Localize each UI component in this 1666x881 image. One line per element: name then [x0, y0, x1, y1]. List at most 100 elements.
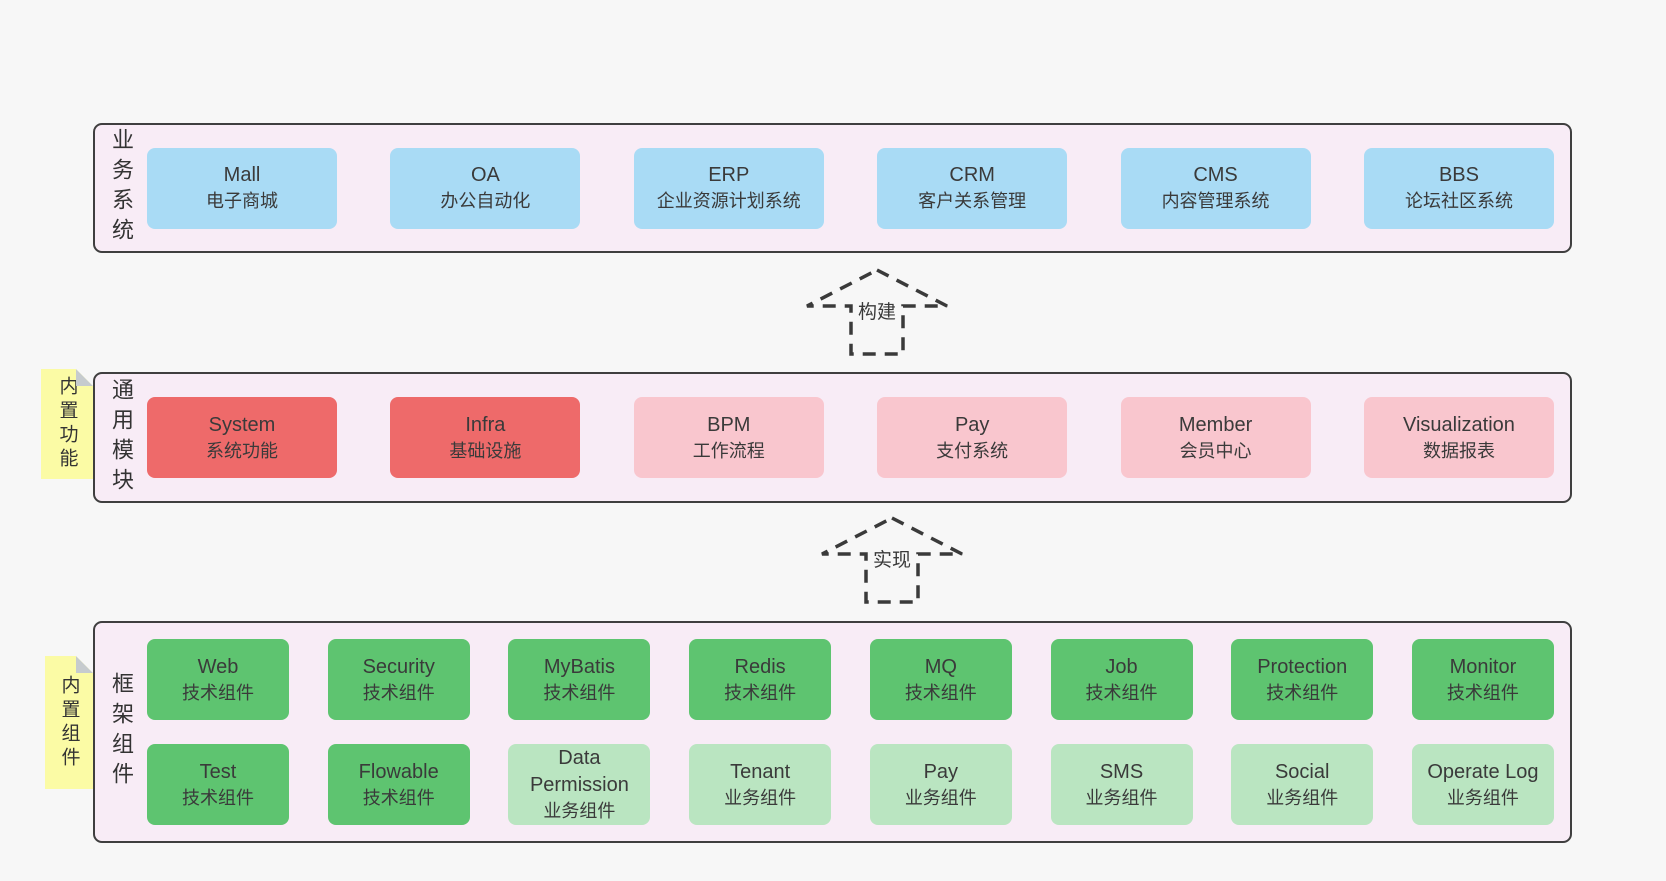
component-name: Mall	[223, 164, 261, 186]
component-name: Tenant	[730, 760, 791, 783]
layer-label-common-modules: 通用模块	[109, 377, 134, 498]
component-name: Job	[1105, 655, 1138, 678]
component-protection: Protection 技术组件	[1231, 639, 1374, 720]
component-name: ERP	[708, 164, 750, 186]
component-erp: ERP 企业资源计划系统	[633, 147, 824, 229]
component-desc: 支付系统	[936, 440, 1009, 461]
component-name: Web	[197, 655, 239, 678]
build-arrow-label: 构建	[852, 296, 902, 325]
component-visualization: Visualization 数据报表	[1363, 397, 1554, 478]
component-mall: Mall 电子商城	[147, 147, 337, 229]
sticky-note-text: 内置功能	[56, 376, 78, 472]
component-infra: Infra 基础设施	[390, 397, 581, 478]
component-name: MQ	[924, 655, 957, 678]
component-name: Security	[362, 655, 435, 678]
component-pay: Pay 业务组件	[869, 744, 1012, 825]
component-desc: 数据报表	[1422, 440, 1495, 461]
component-desc: 内容管理系统	[1161, 191, 1270, 211]
component-desc: 基础设施	[449, 440, 522, 461]
component-desc: 技术组件	[182, 682, 254, 703]
build-arrow: 构建	[797, 266, 957, 358]
component-name: Pay	[954, 413, 990, 436]
component-desc: 业务组件	[904, 787, 977, 808]
component-security: Security 技术组件	[327, 639, 470, 720]
component-bpm: BPM 工作流程	[633, 397, 824, 478]
component-name: CMS	[1193, 164, 1238, 186]
sticky-note-builtin-components: 内置组件	[45, 656, 93, 789]
component-social: Social 业务组件	[1231, 744, 1374, 825]
component-name: Protection	[1257, 655, 1348, 678]
component-desc: 技术组件	[543, 682, 616, 703]
component-desc: 技术组件	[182, 787, 254, 808]
component-desc: 论坛社区系统	[1404, 191, 1513, 211]
component-bbs: BBS 论坛社区系统	[1363, 147, 1554, 229]
sticky-note-builtin-features: 内置功能	[41, 369, 93, 479]
component-desc: 系统功能	[206, 440, 278, 461]
component-desc: 电子商城	[206, 191, 278, 211]
layer-label-business-systems: 业务系统	[109, 128, 134, 248]
component-pay: Pay 支付系统	[877, 397, 1068, 478]
component-job: Job 技术组件	[1050, 639, 1193, 720]
component-name: Redis	[734, 655, 786, 678]
component-name: Test	[199, 760, 237, 783]
component-name: OA	[470, 164, 500, 186]
component-desc: 业务组件	[1446, 787, 1519, 808]
component-oa: OA 办公自动化	[390, 147, 581, 229]
component-desc: 技术组件	[362, 682, 435, 703]
component-flowable: Flowable 技术组件	[327, 744, 470, 825]
component-name: Pay	[923, 760, 959, 783]
component-desc: 业务组件	[1266, 787, 1339, 808]
implement-arrow-label: 实现	[867, 544, 917, 573]
component-desc: 会员中心	[1179, 440, 1252, 461]
component-name: Visualization	[1402, 413, 1515, 436]
component-name: Social	[1274, 760, 1330, 783]
component-desc: 工作流程	[692, 440, 765, 461]
component-desc: 客户关系管理	[918, 191, 1027, 211]
component-cms: CMS 内容管理系统	[1120, 147, 1311, 229]
component-web: Web 技术组件	[147, 639, 289, 720]
component-desc: 企业资源计划系统	[656, 191, 801, 211]
component-name: Flowable	[358, 760, 439, 783]
component-desc: 技术组件	[362, 787, 435, 808]
component-desc: 技术组件	[904, 682, 977, 703]
component-name: Infra	[465, 413, 506, 436]
component-test: Test 技术组件	[147, 744, 289, 825]
component-name: Data Permission	[529, 747, 629, 796]
component-desc: 业务组件	[724, 787, 797, 808]
component-name: Member	[1178, 413, 1253, 436]
component-name: BPM	[707, 413, 751, 436]
component-mybatis: MyBatis 技术组件	[508, 639, 651, 720]
component-data-permission: Data Permission 业务组件	[508, 744, 651, 825]
component-name: SMS	[1099, 760, 1144, 783]
component-name: BBS	[1438, 164, 1479, 186]
sticky-note-text: 内置组件	[58, 674, 80, 771]
component-desc: 办公自动化	[440, 191, 531, 211]
component-name: MyBatis	[543, 655, 615, 678]
component-desc: 业务组件	[1085, 787, 1158, 808]
component-tenant: Tenant 业务组件	[689, 744, 832, 825]
component-mq: MQ 技术组件	[869, 639, 1012, 720]
component-sms: SMS 业务组件	[1050, 744, 1193, 825]
component-desc: 技术组件	[1085, 682, 1158, 703]
component-desc: 技术组件	[1266, 682, 1339, 703]
component-name: Monitor	[1449, 655, 1517, 678]
component-member: Member 会员中心	[1120, 397, 1311, 478]
component-desc: 业务组件	[543, 801, 616, 821]
implement-arrow: 实现	[812, 514, 972, 606]
